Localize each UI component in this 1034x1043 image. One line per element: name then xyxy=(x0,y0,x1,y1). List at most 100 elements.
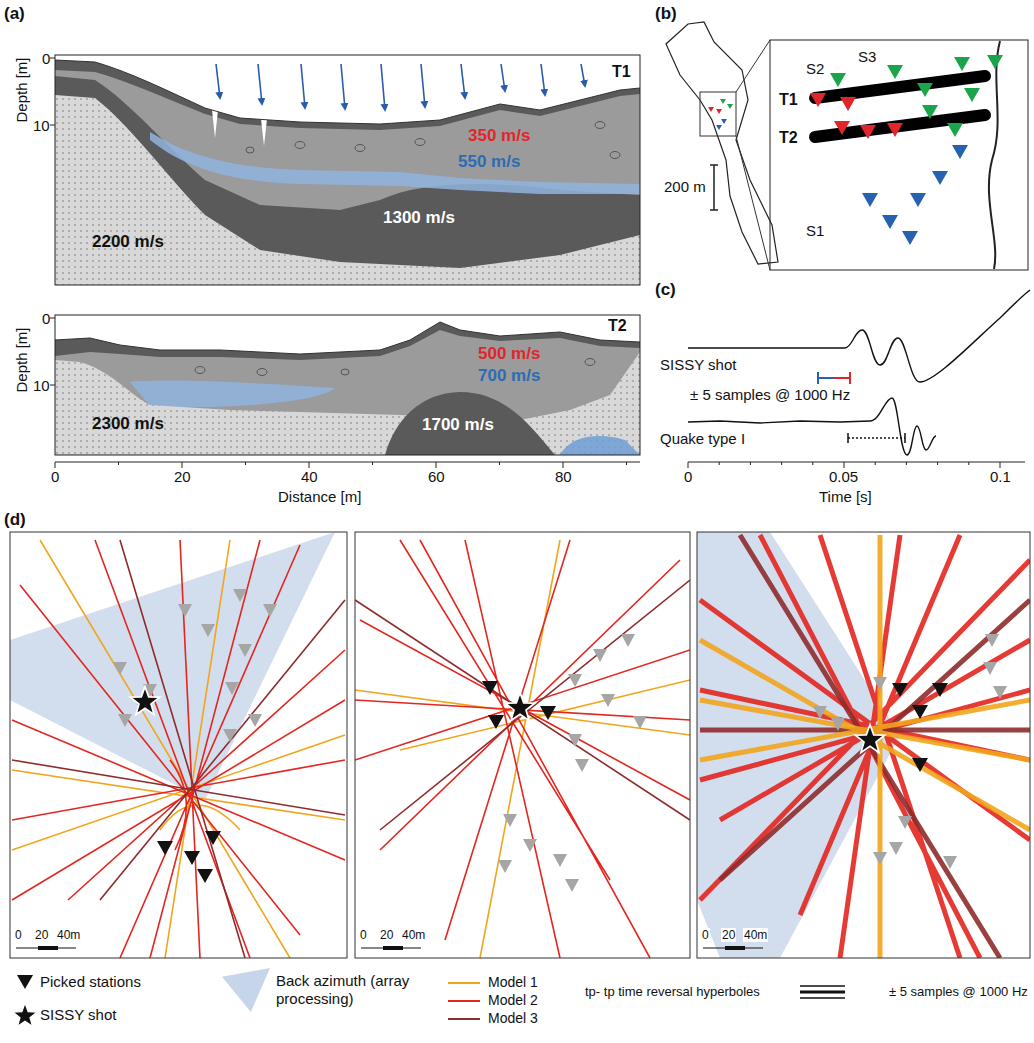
scale-bar xyxy=(710,165,718,210)
error-bar-blue xyxy=(818,372,834,384)
tick-label: 60 xyxy=(428,468,445,486)
pick-range xyxy=(848,437,905,439)
locating-panel xyxy=(697,532,1030,958)
mini-stations-red xyxy=(708,107,722,114)
profile-name: T1 xyxy=(612,62,631,81)
scale-label: 40m xyxy=(743,928,768,942)
section-frame xyxy=(55,55,640,285)
scale-bar xyxy=(703,948,763,949)
velocity-label: 1700 m/s xyxy=(422,415,494,435)
scale-label: 20 xyxy=(721,928,736,942)
water-pocket xyxy=(560,436,640,455)
error-label: ± 5 samples @ 1000 Hz xyxy=(690,386,850,404)
model-1-lines xyxy=(12,540,345,958)
panel-letter: (b) xyxy=(655,4,677,24)
surface-layer xyxy=(55,60,640,285)
mini-stations-green xyxy=(720,99,733,109)
scale-bar xyxy=(16,948,76,949)
velocity-label: 350 m/s xyxy=(468,126,530,146)
axis-title: Time [s] xyxy=(819,488,872,506)
profile-name: T2 xyxy=(608,316,627,335)
zoom-lines xyxy=(736,40,770,270)
tick-label: 10 xyxy=(33,117,50,135)
depth-ticks xyxy=(50,58,55,385)
locating-panel xyxy=(10,532,345,958)
debris-layer xyxy=(55,330,640,455)
back-azimuth xyxy=(697,532,900,958)
tick-label: 0 xyxy=(42,310,50,328)
axis-title: Distance [m] xyxy=(278,488,361,506)
velocity-label: 500 m/s xyxy=(478,344,540,364)
tick-label: 0.05 xyxy=(829,468,858,486)
legend-text: Model 3 xyxy=(488,1010,538,1027)
legend-width-symbol xyxy=(800,991,845,994)
legend-text: Back azimuth (array processing) xyxy=(276,972,426,1008)
legend-text: Model 2 xyxy=(488,992,538,1009)
axis-title: Depth [m] xyxy=(13,57,31,122)
profile-name: T2 xyxy=(779,128,798,147)
time-axis xyxy=(688,462,1025,468)
legend-text: Picked stations xyxy=(40,973,141,991)
legend-text: ± 5 samples @ 1000 Hz xyxy=(889,984,1028,1000)
mini-stations-blue xyxy=(716,119,727,130)
panel-frame xyxy=(10,532,347,958)
panel-letter: (a) xyxy=(4,4,25,24)
legend-triangle xyxy=(17,975,33,989)
scale-label: 0 xyxy=(701,928,710,942)
legend-width-symbol xyxy=(800,986,845,998)
scale-label: 40m xyxy=(401,928,426,942)
model-3-lines xyxy=(12,540,345,958)
scale-label: 0 xyxy=(14,928,23,942)
tick-label: 40 xyxy=(301,468,318,486)
surface-line xyxy=(55,60,640,124)
panel-frame xyxy=(355,532,690,958)
model-3-lines xyxy=(700,535,1030,958)
dark-bump xyxy=(385,392,555,455)
axis-title: Depth [m] xyxy=(13,327,31,392)
model-2-lines xyxy=(355,540,690,958)
scale-bar xyxy=(38,946,58,950)
water-band xyxy=(150,132,640,194)
model-1-lines xyxy=(355,540,690,958)
tick-label: 20 xyxy=(174,468,191,486)
shot-waveform xyxy=(688,290,1030,382)
pick-range-caps xyxy=(848,433,905,443)
trace-label: Quake type I xyxy=(660,430,745,448)
tick-label: 0 xyxy=(684,468,692,486)
scale-bar xyxy=(383,946,403,950)
legend-text: Model 1 xyxy=(488,974,538,991)
inflow-arrows xyxy=(216,64,585,110)
panel-letter: (c) xyxy=(655,280,676,300)
error-bar-red xyxy=(834,372,850,384)
tick-label: 0.1 xyxy=(990,468,1011,486)
velocity-label: 1300 m/s xyxy=(383,208,455,228)
stations-green xyxy=(830,55,1003,137)
inset-frame xyxy=(770,40,1028,270)
scale-label: 20 xyxy=(379,928,394,942)
panel-frame xyxy=(697,532,1030,958)
stations-picked xyxy=(157,831,221,883)
legend-line xyxy=(448,1000,480,1002)
velocity-label: 2200 m/s xyxy=(92,232,164,252)
scale-bar xyxy=(725,946,745,950)
bedrock xyxy=(55,352,640,455)
section-t2 xyxy=(55,322,640,455)
scale-label: 200 m xyxy=(664,178,706,196)
stations-grey xyxy=(813,634,1007,869)
shot-star xyxy=(505,693,534,721)
velocity-label: 2300 m/s xyxy=(92,414,164,434)
profile-name: T1 xyxy=(779,90,798,109)
locating-panel xyxy=(355,540,690,958)
surface-line xyxy=(55,322,640,354)
trace-label: SISSY shot xyxy=(660,356,736,374)
scale-label: 0 xyxy=(359,928,368,942)
model-3-lines xyxy=(355,580,690,830)
legend-text: tp- tp time reversal hyperboles xyxy=(585,984,760,1000)
tick-label: 0 xyxy=(42,50,50,68)
shot-star xyxy=(855,725,884,753)
shot-star xyxy=(130,687,159,715)
pebbles xyxy=(246,122,620,159)
water-lens xyxy=(130,381,335,407)
tick-label: 80 xyxy=(555,468,572,486)
